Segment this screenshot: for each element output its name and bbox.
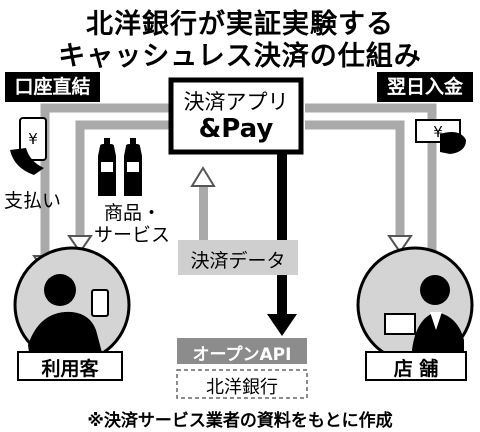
store-label-box <box>365 351 467 381</box>
app-box <box>168 77 304 155</box>
left-flow-arrows <box>40 103 170 262</box>
user-label-box <box>17 351 123 381</box>
open-api-box <box>177 338 307 364</box>
bank-box <box>176 369 308 399</box>
goods-label-line-1: 商品・ <box>104 202 162 224</box>
store-label: 店 舗 <box>393 358 439 380</box>
title-line-1: 北洋銀行が実証実験する <box>86 9 394 40</box>
bottles-icon <box>98 138 142 196</box>
direct-account-label: 口座直結 <box>5 72 100 102</box>
bank-label: 北洋銀行 <box>206 377 278 398</box>
payment-label: 支払い <box>4 190 62 212</box>
smartphone-yen-icon: ¥ <box>10 117 47 175</box>
svg-text:¥: ¥ <box>433 123 443 141</box>
data-box-bg <box>178 240 298 275</box>
goods-label-line-2: サービス <box>94 224 171 246</box>
title-line-2: キャッシュレス決済の仕組み <box>58 41 422 72</box>
payment-data-label: 決済データ <box>190 250 286 272</box>
open-api-label: オープンAPI <box>192 345 292 365</box>
banknote-hand-icon: ¥ <box>415 119 466 154</box>
svg-text:¥: ¥ <box>28 130 38 148</box>
source-footnote: ※決済サービス業者の資料をもとに作成 <box>87 411 393 431</box>
right-flow-arrows <box>305 103 437 262</box>
user-avatar-icon <box>13 246 131 364</box>
next-day-deposit-label: 翌日入金 <box>377 72 473 102</box>
app-to-api-arrow <box>267 152 297 336</box>
app-label-line-2: &Pay <box>198 114 274 144</box>
store-avatar-icon <box>356 246 474 364</box>
data-to-app-arrow <box>190 166 216 246</box>
user-label: 利用客 <box>41 358 99 380</box>
app-label-line-1: 決済アプリ <box>183 90 289 114</box>
